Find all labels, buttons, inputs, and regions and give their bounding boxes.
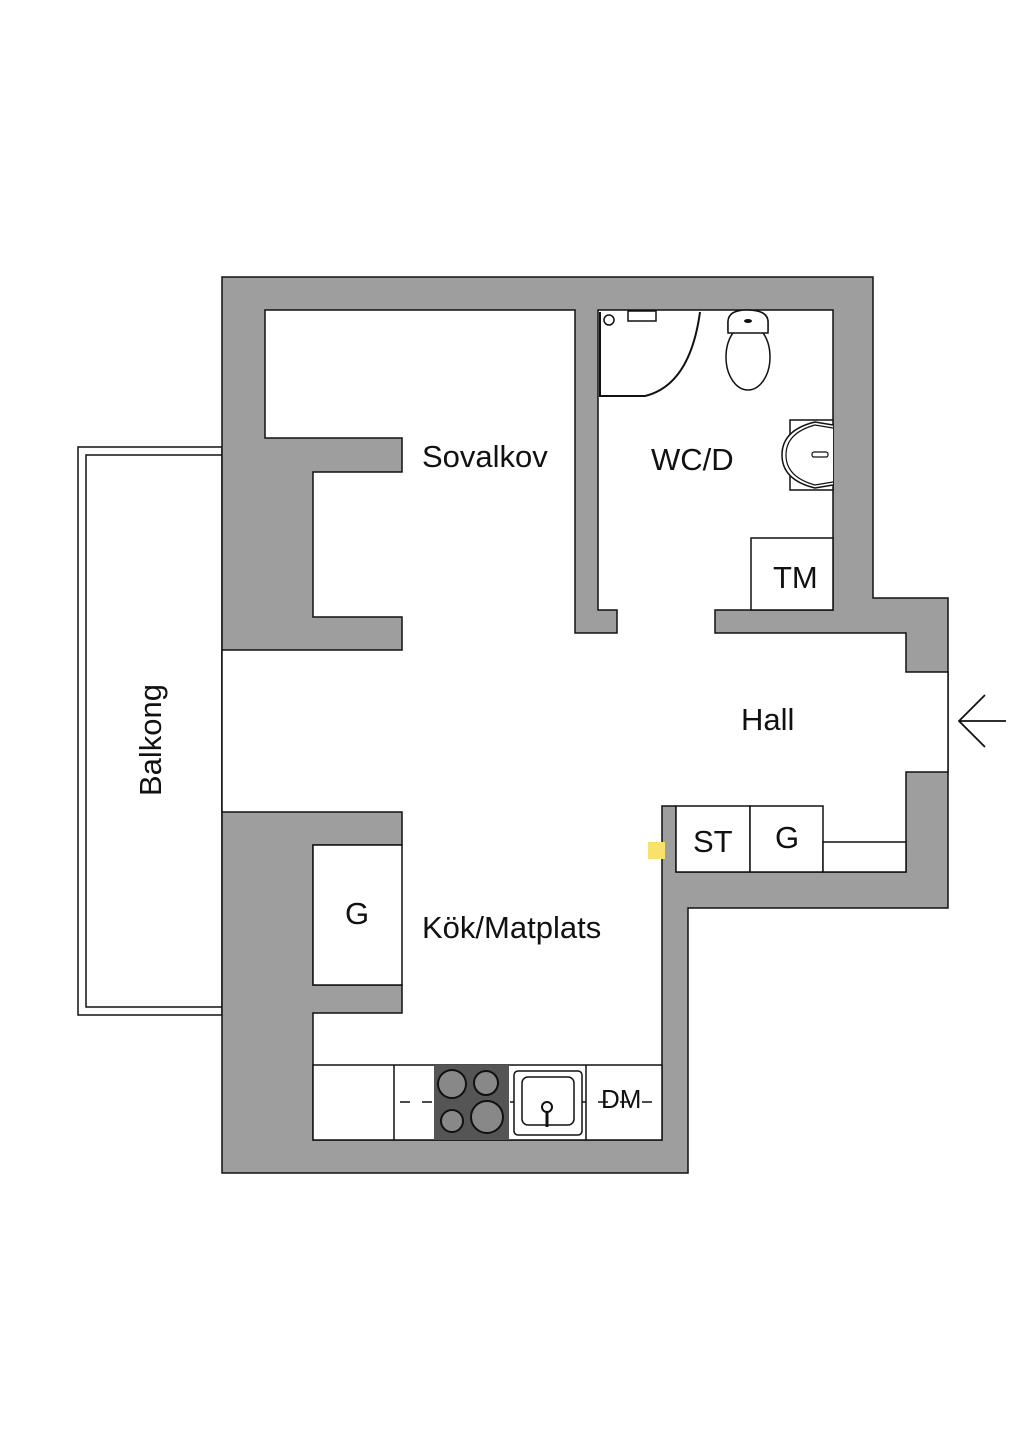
marker-square [648,842,665,859]
hall-shelf [822,841,907,873]
dishwasher-label: DM [601,1084,641,1114]
storage-label: ST [693,824,733,859]
room-label-kitchen: Kök/Matplats [422,910,601,945]
stove-icon [434,1065,509,1140]
room-label-balcony: Balkong [133,684,168,796]
shower-icon [599,310,701,397]
toilet-icon [725,309,771,391]
room-label-bathroom: WC/D [651,442,734,477]
washing-machine [750,537,834,611]
hall-wardrobe-label: G [775,820,799,855]
room-label-bedroom: Sovalkov [422,439,548,474]
balcony [77,446,223,1016]
entrance-arrow-icon [957,694,1006,748]
washing-machine-label: TM [773,560,818,595]
kitchen-sink-icon [513,1070,583,1136]
storage-cabinet [675,805,751,873]
interior-floor [221,309,949,1141]
room-label-hall: Hall [741,702,794,737]
kitchen-wardrobe-label: G [345,896,369,931]
sink-icon [781,419,834,491]
hall-wardrobe [749,805,824,873]
kitchen-wardrobe [312,844,403,986]
